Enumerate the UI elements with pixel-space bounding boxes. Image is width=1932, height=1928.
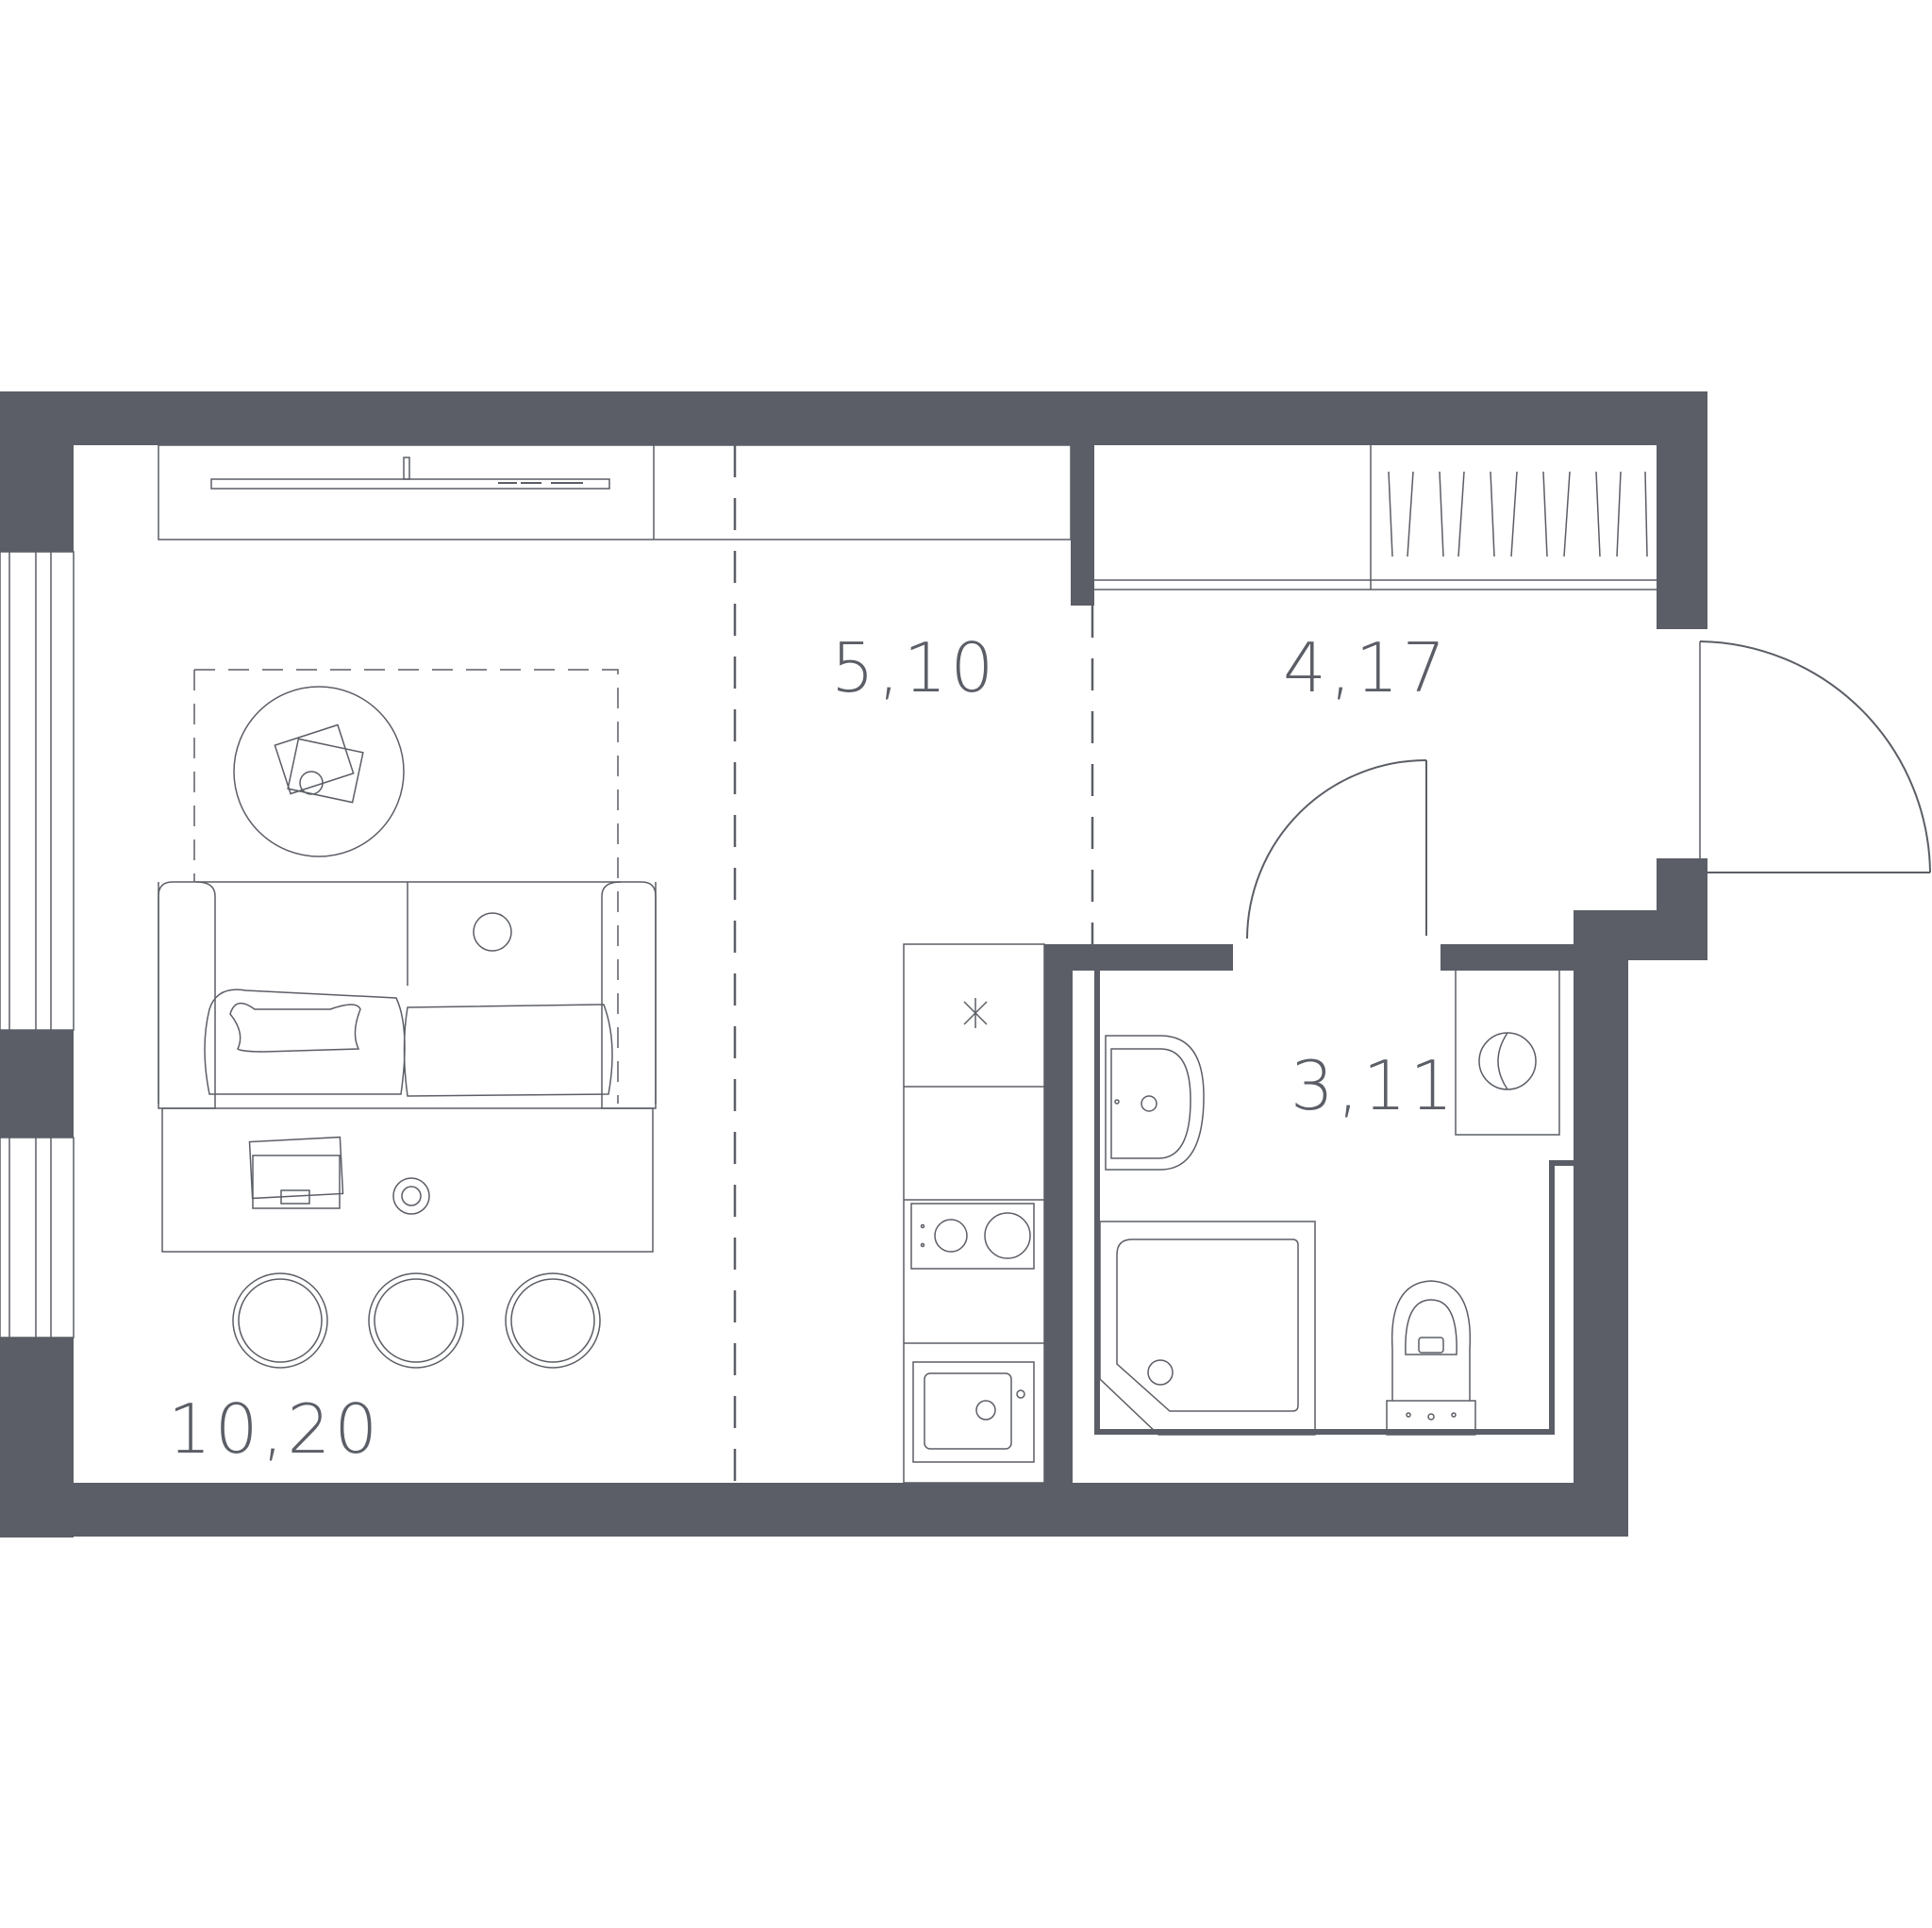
wall-bath-left: [1044, 944, 1073, 1483]
wall-bottom: [0, 1483, 1628, 1537]
wall-bath-inner-right: [1549, 1160, 1555, 1435]
cooktop-icon: [910, 1203, 1035, 1270]
washing-machine-icon: [1455, 959, 1560, 1136]
wall-bath-inner-bottom: [1094, 1429, 1555, 1435]
laptop-icon: [248, 1136, 344, 1209]
tv-cabinet: [158, 444, 1072, 540]
wall-bathroom-right: [1574, 960, 1628, 1537]
entrance-door: [1699, 640, 1931, 873]
sink-icon: [912, 1361, 1035, 1463]
wall-top: [0, 391, 1657, 445]
windows-left: [0, 551, 75, 1338]
wall-right-top: [1657, 391, 1707, 629]
area-label-living-room: 10,20: [168, 1389, 381, 1469]
wall-bath-inner-left: [1094, 971, 1100, 1435]
washbasin-icon: [1105, 1035, 1205, 1171]
shower-tray-icon: [1099, 1221, 1316, 1436]
wall-stub: [1071, 445, 1094, 606]
sofa: [158, 881, 657, 1253]
kitchen-counter: [903, 943, 1045, 1484]
cup-icon: [392, 1177, 430, 1215]
wall-bath-inner-step: [1549, 1160, 1574, 1166]
area-label-bathroom: 3,11: [1291, 1046, 1457, 1125]
area-label-kitchen-zone: 5,10: [831, 628, 997, 707]
wardrobe: [1094, 445, 1657, 590]
poufs: [232, 1272, 601, 1369]
walls: [0, 391, 1707, 1537]
toilet-icon: [1386, 1280, 1476, 1436]
area-label-hallway: 4,17: [1283, 628, 1449, 707]
coffee-table: [233, 686, 405, 857]
rug: [193, 669, 619, 1104]
wall-bath-top-left: [1044, 944, 1233, 971]
fridge-icon: [963, 998, 988, 1028]
tv-icon: [210, 478, 610, 490]
wall-bath-top-right: [1441, 944, 1597, 971]
wall-left-middle: [0, 1030, 74, 1138]
wall-left-top: [0, 391, 74, 552]
bathroom-door: [1246, 759, 1427, 939]
